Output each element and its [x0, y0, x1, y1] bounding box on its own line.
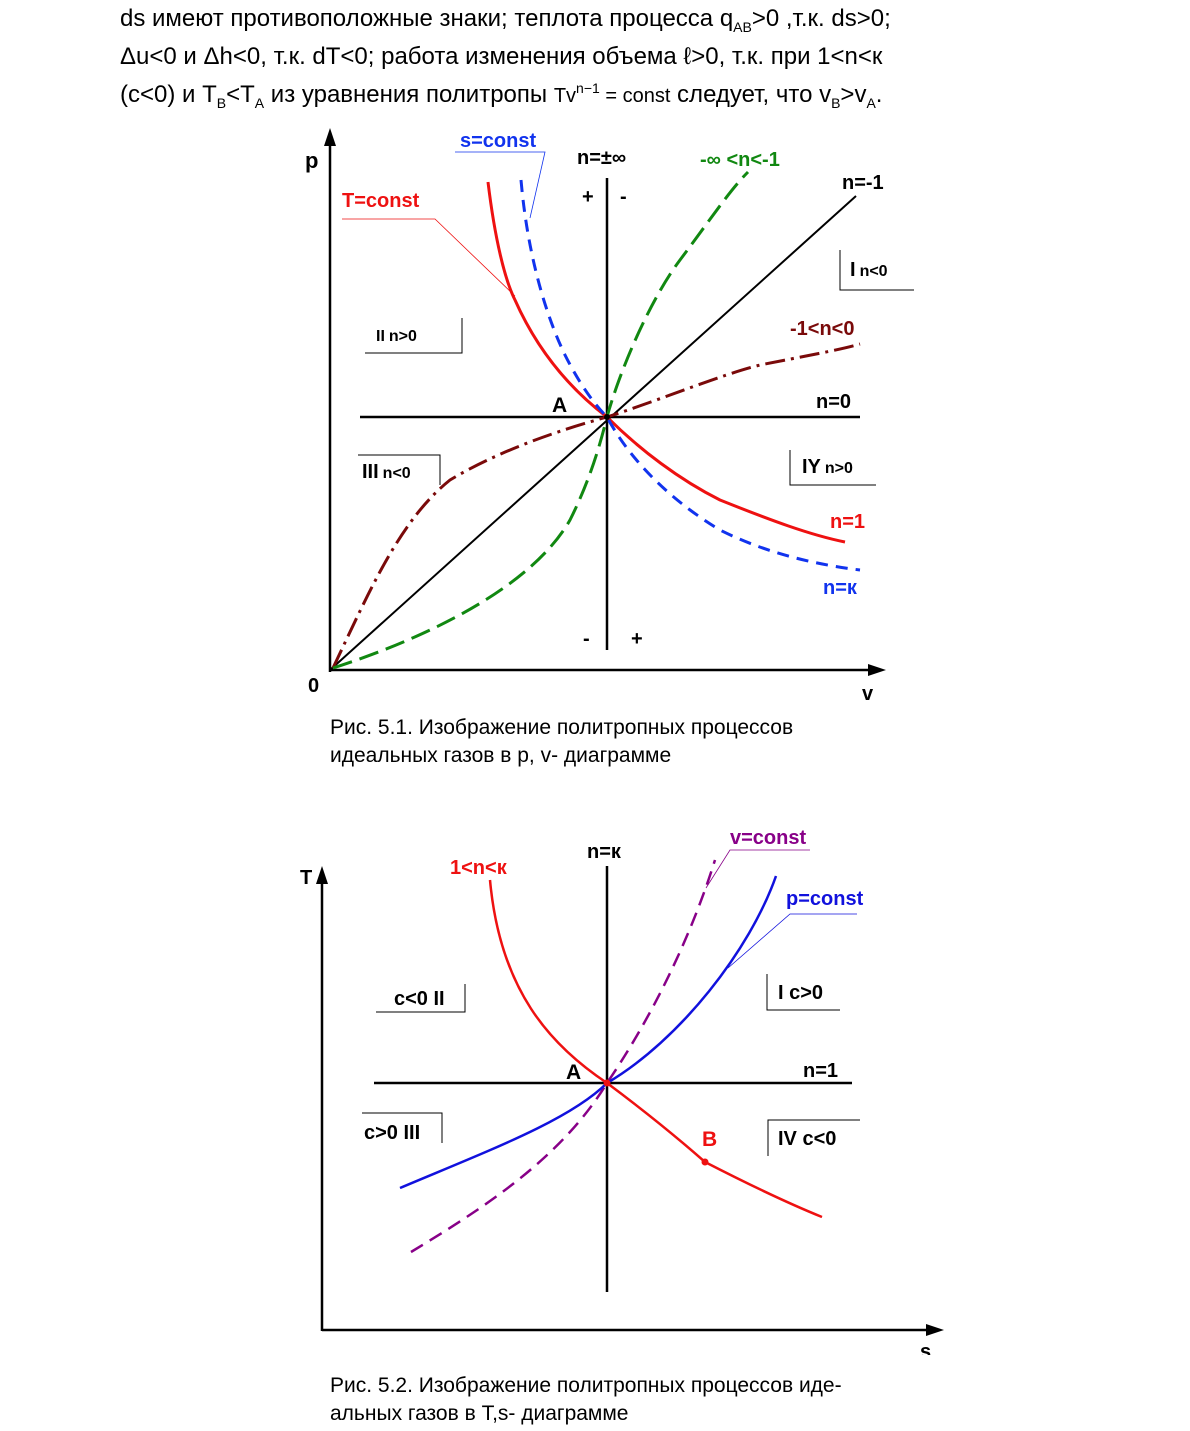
s-axis-arrow — [926, 1324, 944, 1336]
t-const-leader — [342, 218, 516, 297]
intro-line-2: Δu<0 и Δh<0, т.к. dT<0; работа изменения… — [120, 43, 883, 70]
origin-label: 0 — [308, 675, 319, 697]
t-const-label: T=const — [342, 190, 420, 212]
isobar-curve — [399, 875, 778, 1190]
polytrope-curve — [488, 879, 823, 1219]
n-k-label: n=к — [587, 841, 622, 863]
pv-diagram: p v 0 A s=const T=const n=±∞ + - - + -∞ … — [305, 128, 914, 705]
svg-text:IIn>0: IIn>0 — [376, 328, 417, 345]
p-axis-arrow — [324, 128, 336, 146]
p-axis-label: p — [305, 148, 318, 173]
n0-label: n=0 — [816, 391, 851, 413]
n-m1-0-label: -1<n<0 — [790, 318, 854, 340]
polytrope-label: 1<n<к — [450, 857, 508, 879]
point-a-label: A — [566, 1061, 581, 1084]
region-IV: IV c<0 — [767, 1119, 860, 1156]
svg-text:c>0 III: c>0 III — [364, 1122, 420, 1144]
region-III: c>0 III — [362, 1112, 443, 1144]
t-axis-label: T — [300, 867, 312, 889]
sign-bottom-right: + — [631, 628, 643, 650]
v-const-leader — [705, 849, 810, 889]
ts-diagram: T s A B 1<n<к n=к v=const p=const n=1 I … — [300, 827, 944, 1355]
region-I: I c>0 — [766, 974, 840, 1011]
sign-top-left: + — [582, 186, 594, 208]
svg-text:In<0: In<0 — [850, 259, 888, 281]
svg-text:c<0 II: c<0 II — [394, 988, 445, 1010]
t-axis-arrow — [316, 866, 328, 884]
isotherm-curve — [486, 181, 846, 544]
svg-text:IYn>0: IYn>0 — [802, 456, 853, 478]
point-b — [701, 1158, 709, 1166]
point-a-label: A — [552, 394, 567, 417]
svg-text:I c>0: I c>0 — [778, 982, 823, 1004]
intro-line-3: (c<0) и TB<TA из уравнения политропы Tvn… — [120, 80, 883, 111]
p-const-leader — [727, 913, 857, 969]
s-axis-label: s — [920, 1341, 931, 1355]
figure-2-caption: Рис. 5.2. Изображение политропных процес… — [330, 1374, 842, 1425]
n-minus-1-line — [329, 195, 857, 671]
sign-top-right: - — [620, 186, 627, 208]
n-inf-label: n=±∞ — [577, 147, 626, 169]
s-const-leader — [455, 151, 546, 219]
point-a — [604, 414, 610, 420]
svg-text:IV c<0: IV c<0 — [778, 1128, 836, 1150]
s-const-label: s=const — [460, 130, 536, 152]
p-const-label: p=const — [786, 888, 864, 910]
n1-label: n=1 — [830, 511, 865, 533]
adiabat-curve — [519, 179, 861, 572]
figure-1-caption: Рис. 5.1. Изображение политропных процес… — [330, 716, 794, 767]
point-b-label: B — [702, 1128, 717, 1151]
intro-line-1: ds имеют противоположные знаки; теплота … — [120, 5, 891, 35]
region-II: c<0 II — [376, 984, 466, 1013]
neg-inf-label: -∞ <n<-1 — [700, 149, 780, 171]
v-const-label: v=const — [730, 827, 806, 849]
intro-text: ds имеют противоположные знаки; теплота … — [120, 0, 1080, 115]
n-between-minus1-0-curve — [331, 342, 861, 669]
n-below-minus1-curve — [332, 170, 750, 670]
sign-bottom-left: - — [583, 628, 590, 650]
point-a — [603, 1079, 611, 1087]
nk-label: n=к — [823, 577, 858, 599]
n1-label: n=1 — [803, 1060, 838, 1082]
v-axis-arrow — [868, 664, 886, 676]
n-minus-1-label: n=-1 — [842, 172, 884, 194]
v-axis-label: v — [862, 683, 874, 705]
isochore-curve — [410, 859, 717, 1254]
